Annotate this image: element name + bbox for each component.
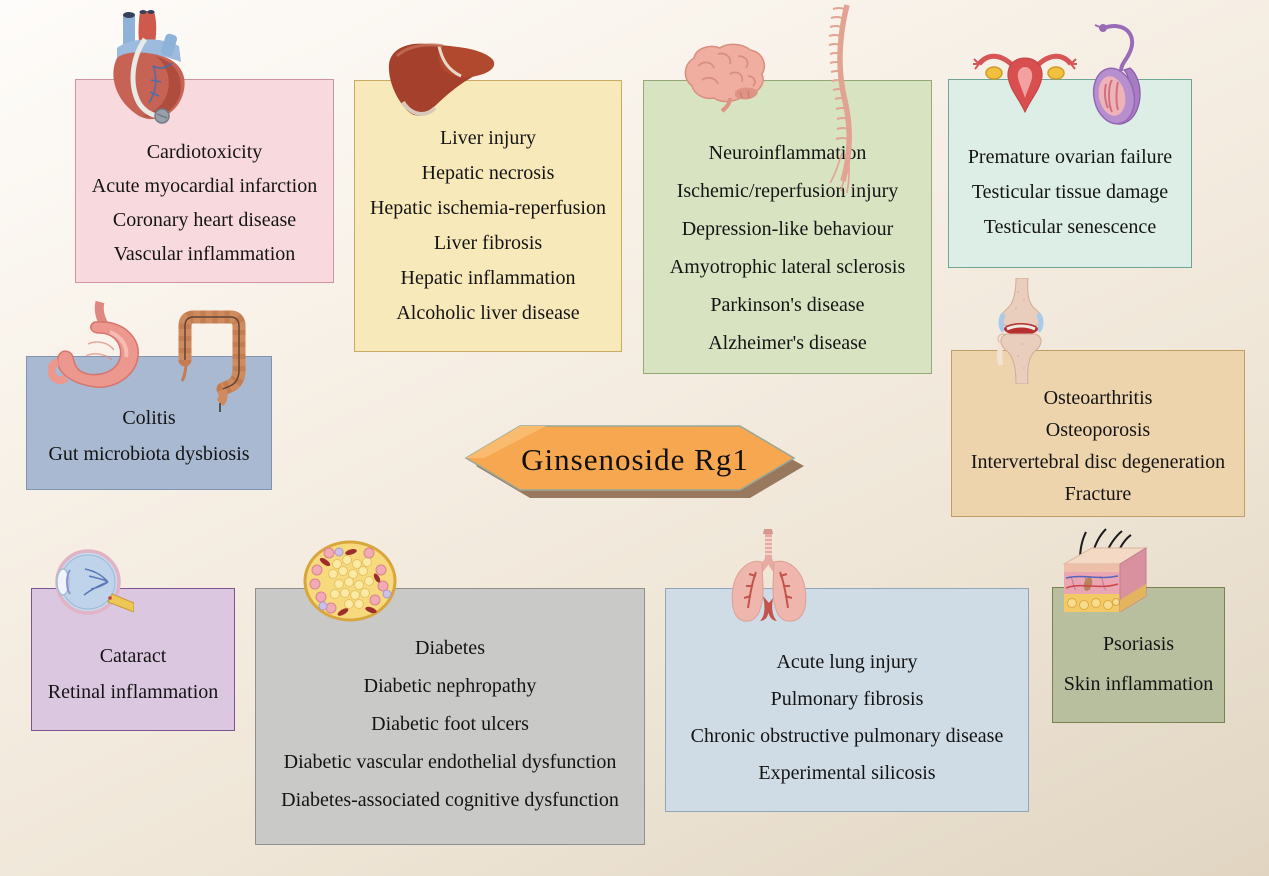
disease-box-liver: Liver injury Hepatic necrosis Hepatic is… [354,80,622,352]
disease-box-eye: Cataract Retinal inflammation [31,588,235,731]
disease-item: Hepatic necrosis [421,162,555,184]
skin-icon [1062,528,1148,612]
disease-item: Depression-like behaviour [681,218,894,240]
disease-item: Alcoholic liver disease [396,302,580,324]
disease-item: Liver injury [439,127,537,149]
testis-icon [1092,24,1141,125]
ginsenoside-rg1-banner: Ginsenoside Rg1 [462,420,808,506]
disease-box-lung: Acute lung injury Pulmonary fibrosis Chr… [665,588,1029,812]
banner-shape [464,425,804,498]
disease-box-bone-joint: Osteoarthritis Osteoporosis Intervertebr… [951,350,1245,517]
disease-item: Hepatic inflammation [400,267,576,289]
disease-item: Osteoporosis [1045,419,1151,441]
disease-item: Chronic obstructive pulmonary disease [690,725,1004,747]
liver-icon [388,43,495,116]
pancreatic-islet-icon [303,540,397,622]
disease-item: Diabetic nephropathy [363,675,537,697]
disease-item: Vascular inflammation [113,243,296,265]
disease-item: Testicular tissue damage [971,181,1169,203]
disease-box-nervous-system: Neuroinflammation Ischemic/reperfusion i… [643,80,932,374]
disease-item: Experimental silicosis [758,762,936,784]
disease-item: Diabetes-associated cognitive dysfunctio… [281,789,619,811]
disease-item: Alzheimer's disease [708,332,867,354]
uterus-icon [973,53,1077,114]
disease-item: Acute myocardial infarction [91,175,318,197]
disease-box-metabolic: Diabetes Diabetic nephropathy Diabetic f… [255,588,645,845]
disease-item: Colitis [122,407,176,429]
disease-item: Neuroinflammation [708,142,867,164]
disease-item: Retinal inflammation [47,681,219,703]
disease-item: Pulmonary fibrosis [770,688,924,710]
colon-icon [178,310,246,412]
disease-item: Intervertebral disc degeneration [970,451,1226,473]
disease-item: Psoriasis [1102,633,1175,655]
disease-item: Coronary heart disease [112,209,297,231]
disease-item: Diabetic vascular endothelial dysfunctio… [283,751,617,773]
banner-label: Ginsenoside Rg1 [521,442,749,477]
spinal-cord-icon [828,4,852,194]
disease-item: Premature ovarian failure [967,146,1173,168]
disease-item: Cardiotoxicity [146,141,263,163]
disease-item: Diabetic foot ulcers [371,713,529,735]
disease-item: Parkinson's disease [710,294,865,316]
disease-item: Diabetes [415,637,485,659]
disease-box-reproductive: Premature ovarian failure Testicular tis… [948,79,1192,268]
brain-icon [684,43,766,113]
lungs-icon [731,529,807,622]
disease-item: Osteoarthritis [1043,387,1153,409]
eye-icon [55,549,134,615]
disease-item: Amyotrophic lateral sclerosis [669,256,906,278]
stomach-icon [48,300,139,388]
disease-box-cardiovascular: Cardiotoxicity Acute myocardial infarcti… [75,79,334,283]
disease-item: Testicular senescence [983,216,1157,238]
disease-item: Gut microbiota dysbiosis [48,443,250,465]
disease-item: Skin inflammation [1063,673,1214,695]
disease-item: Fracture [1064,483,1132,505]
disease-item: Hepatic ischemia-reperfusion [369,197,606,219]
disease-item: Liver fibrosis [433,232,543,254]
disease-item: Cataract [99,645,167,667]
knee-joint-icon [997,278,1044,384]
disease-item: Acute lung injury [776,651,918,673]
heart-icon [113,10,185,124]
